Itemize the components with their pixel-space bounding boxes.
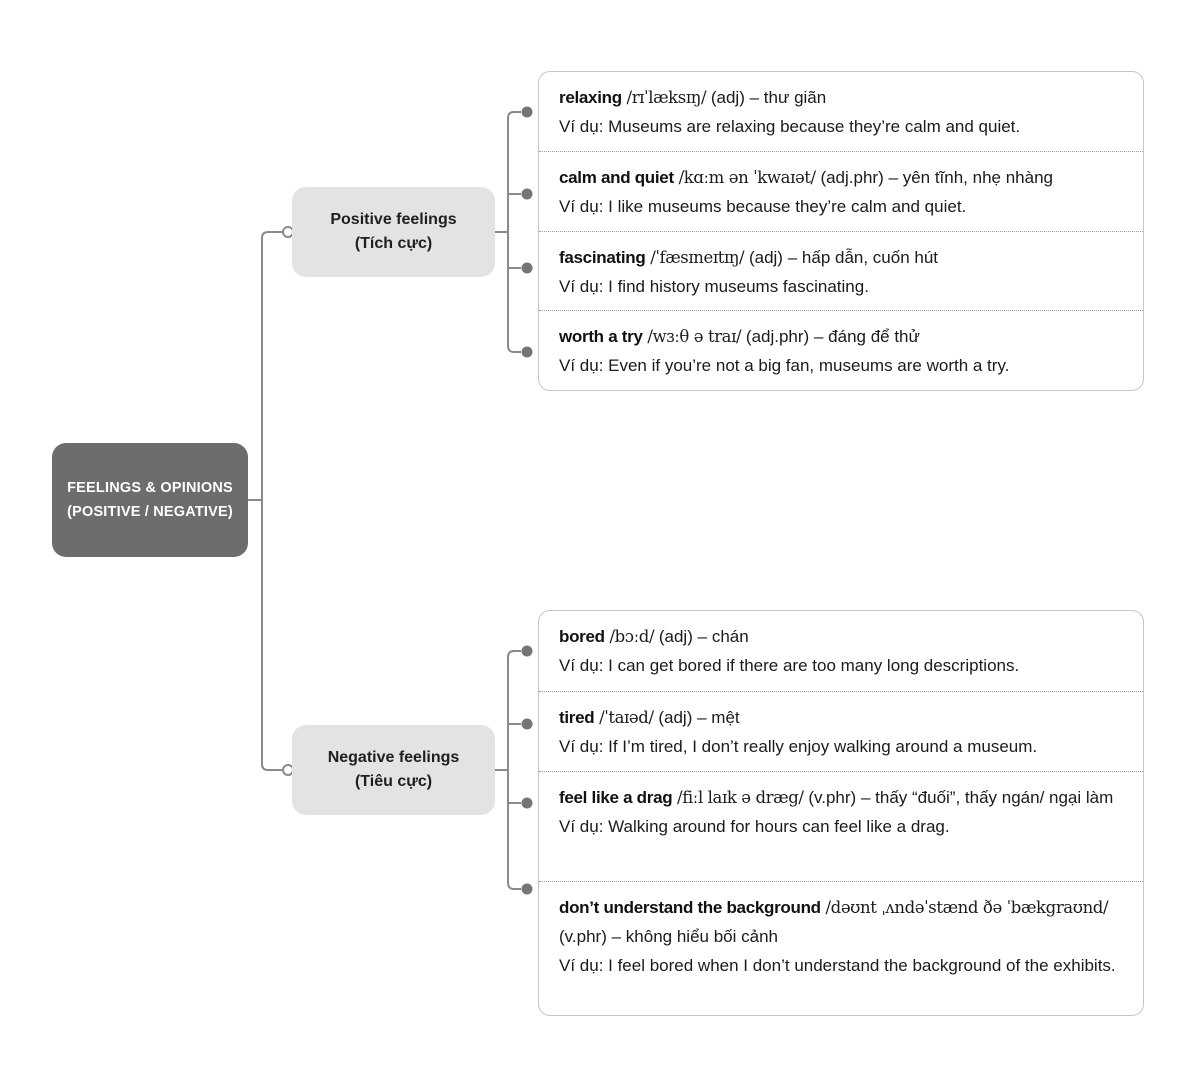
- ipa-transcription: /wɜːθ ə traɪ/: [647, 327, 742, 347]
- example-sentence: Ví dụ: Walking around for hours can feel…: [559, 817, 950, 836]
- entry-dot: [521, 797, 533, 809]
- branch-label-en: Negative feelings: [327, 749, 460, 766]
- vocab-entry-dont-understand-the-background[interactable]: don’t understand the background /dəʊnt ˌ…: [539, 882, 1143, 1015]
- meaning-vi: hấp dẫn, cuốn hút: [801, 247, 939, 267]
- part-of-speech: (adj): [658, 627, 693, 646]
- meaning-vi: yên tĩnh, nhẹ nhàng: [902, 167, 1053, 187]
- separator-dash: –: [697, 627, 708, 646]
- vocab-entry-relaxing[interactable]: relaxing /rɪˈlæksɪŋ/ (adj) – thư giãn Ví…: [539, 72, 1143, 152]
- part-of-speech: (adj): [710, 88, 745, 107]
- positive-spine-bottom: [507, 232, 521, 353]
- branch-node-negative[interactable]: Negative feelings (Tiêu cực): [292, 725, 495, 815]
- ipa-transcription: /ˈfæsɪneɪtɪŋ/: [650, 247, 745, 267]
- meaning-vi: mệt: [711, 707, 740, 727]
- entry-dot: [521, 262, 533, 274]
- root-node[interactable]: FEELINGS & OPINIONS (POSITIVE / NEGATIVE…: [52, 443, 248, 557]
- entry-dot: [521, 718, 533, 730]
- separator-dash: –: [860, 788, 871, 807]
- term: bored: [559, 627, 605, 646]
- meaning-vi: chán: [711, 627, 749, 646]
- definition-line: relaxing /rɪˈlæksɪŋ/ (adj) – thư giãn: [559, 83, 1125, 112]
- ipa-transcription: /rɪˈlæksɪŋ/: [626, 88, 707, 107]
- term: calm and quiet: [559, 167, 674, 187]
- separator-dash: –: [697, 707, 707, 727]
- meaning-vi: không hiểu bối cảnh: [625, 927, 778, 946]
- term: feel like a drag: [559, 788, 673, 807]
- meaning-vi: thấy “đuối”, thấy ngán/ ngại làm: [875, 788, 1114, 807]
- entry-dot: [521, 883, 533, 895]
- definition-line: feel like a drag /fiːl laɪk ə dræg/ (v.p…: [559, 783, 1125, 812]
- example-sentence: Ví dụ: I feel bored when I don’t underst…: [559, 956, 1116, 975]
- term: don’t understand the background: [559, 898, 821, 917]
- entry-dot: [521, 645, 533, 657]
- definition-line: fascinating /ˈfæsɪneɪtɪŋ/ (adj) – hấp dẫ…: [559, 243, 1125, 272]
- part-of-speech: (adj): [748, 247, 783, 267]
- vocab-entry-bored[interactable]: bored /bɔːd/ (adj) – chán Ví dụ: I can g…: [539, 611, 1143, 692]
- definition-line: bored /bɔːd/ (adj) – chán: [559, 622, 1125, 651]
- part-of-speech: (adj.phr): [820, 167, 884, 187]
- entry-dot: [521, 346, 533, 358]
- vocab-entry-tired[interactable]: tired /ˈtaɪəd/ (adj) – mệt Ví dụ: If I’m…: [539, 692, 1143, 772]
- term: fascinating: [559, 247, 646, 267]
- separator-dash: –: [813, 327, 824, 347]
- ipa-transcription: /bɔːd/: [609, 627, 655, 646]
- definition-line: worth a try /wɜːθ ə traɪ/ (adj.phr) – đá…: [559, 322, 1125, 351]
- trunk-to-negative: [261, 500, 282, 771]
- branch-label-vi: (Tích cực): [354, 235, 433, 252]
- meaning-vi: đáng để thử: [828, 327, 920, 347]
- negative-spine-top: [507, 650, 521, 770]
- branch-label-vi: (Tiêu cực): [354, 773, 433, 790]
- negative-entries-card: bored /bɔːd/ (adj) – chán Ví dụ: I can g…: [538, 610, 1144, 1016]
- entry-dot: [521, 188, 533, 200]
- meaning-vi: thư giãn: [763, 88, 827, 107]
- part-of-speech: (v.phr): [559, 927, 607, 946]
- positive-entries-card: relaxing /rɪˈlæksɪŋ/ (adj) – thư giãn Ví…: [538, 71, 1144, 391]
- positive-spine-top: [507, 111, 521, 232]
- vocab-entry-worth-a-try[interactable]: worth a try /wɜːθ ə traɪ/ (adj.phr) – đá…: [539, 311, 1143, 390]
- vocab-entry-fascinating[interactable]: fascinating /ˈfæsɪneɪtɪŋ/ (adj) – hấp dẫ…: [539, 232, 1143, 312]
- term: relaxing: [559, 88, 622, 107]
- trunk-to-positive: [261, 231, 282, 500]
- definition-line: don’t understand the background /dəʊnt ˌ…: [559, 893, 1125, 951]
- ipa-transcription: /kɑːm ən ˈkwaɪət/: [678, 167, 817, 187]
- negative-spine-bottom: [507, 770, 521, 890]
- separator-dash: –: [611, 927, 622, 946]
- separator-dash: –: [787, 247, 798, 267]
- definition-line: tired /ˈtaɪəd/ (adj) – mệt: [559, 703, 1125, 732]
- vocab-entry-feel-like-a-drag[interactable]: feel like a drag /fiːl laɪk ə dræg/ (v.p…: [539, 772, 1143, 882]
- part-of-speech: (adj): [658, 707, 693, 727]
- example-sentence: Ví dụ: Even if you’re not a big fan, mus…: [559, 356, 1010, 376]
- branch-label-en: Positive feelings: [330, 211, 457, 228]
- example-sentence: Ví dụ: If I’m tired, I don’t really enjo…: [559, 736, 1038, 756]
- branch-node-positive[interactable]: Positive feelings (Tích cực): [292, 187, 495, 277]
- example-sentence: Ví dụ: I find history museums fascinatin…: [559, 276, 869, 296]
- term: worth a try: [559, 327, 643, 347]
- part-of-speech: (v.phr): [808, 788, 857, 807]
- ipa-transcription: /ˈtaɪəd/: [599, 707, 654, 727]
- vocab-entry-calm-and-quiet[interactable]: calm and quiet /kɑːm ən ˈkwaɪət/ (adj.ph…: [539, 152, 1143, 232]
- example-sentence: Ví dụ: I like museums because they’re ca…: [559, 196, 967, 216]
- separator-dash: –: [749, 88, 760, 107]
- root-node-label: FEELINGS & OPINIONS (POSITIVE / NEGATIVE…: [67, 480, 233, 520]
- entry-dot: [521, 106, 533, 118]
- separator-dash: –: [888, 167, 898, 187]
- ipa-transcription: /fiːl laɪk ə dræg/: [677, 788, 804, 807]
- ipa-transcription: /dəʊnt ˌʌndəˈstænd ðə ˈbækgraʊnd/: [825, 898, 1109, 917]
- example-sentence: Ví dụ: I can get bored if there are too …: [559, 656, 1020, 675]
- term: tired: [559, 707, 595, 727]
- example-sentence: Ví dụ: Museums are relaxing because they…: [559, 117, 1021, 136]
- definition-line: calm and quiet /kɑːm ən ˈkwaɪət/ (adj.ph…: [559, 163, 1125, 192]
- part-of-speech: (adj.phr): [745, 327, 810, 347]
